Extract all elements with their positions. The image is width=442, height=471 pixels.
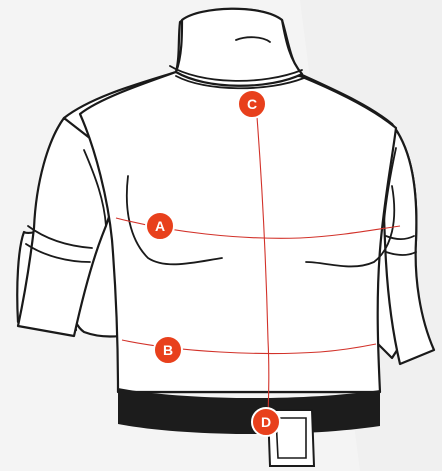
marker-b: B [154,336,182,364]
marker-a: A [146,212,174,240]
neck [176,9,302,86]
marker-d: D [252,408,280,436]
marker-b-label: B [163,342,173,358]
torso-front [80,72,396,392]
marker-a-label: A [155,218,165,234]
marker-d-label: D [261,414,271,430]
marker-c-label: C [247,96,257,112]
marker-c: C [238,90,266,118]
